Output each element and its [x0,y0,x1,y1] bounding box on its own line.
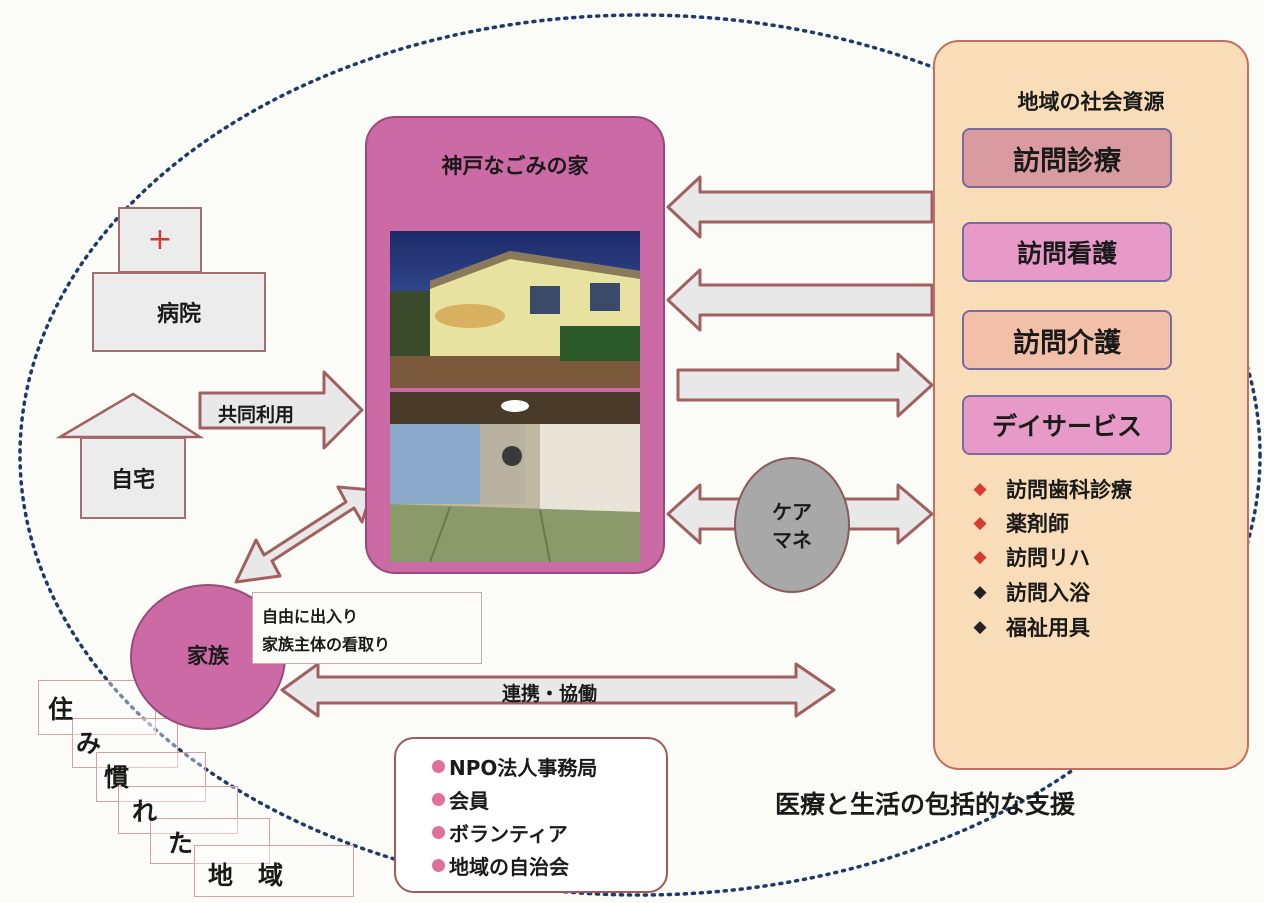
service-home-care: 訪問介護 [962,310,1172,370]
familiar-area-ring [18,13,1262,897]
diamond-icon: ◆ [973,513,987,533]
arrow-resources-to-center-1 [666,175,934,239]
arrow-family-center [234,485,374,584]
resource-item-label: 訪問入浴 [1006,581,1090,605]
community-item: NPO法人事務局 [432,752,597,781]
bullet-icon [432,760,445,773]
home-roof [55,392,205,439]
community-item-label: ボランティア [449,822,568,846]
resource-item-label: 訪問歯科診療 [1006,478,1132,502]
care-manager-label-2: マネ [772,528,812,552]
arrow-resources-to-center-2 [666,268,934,332]
resource-item-label: 福祉用具 [1006,616,1090,640]
home-block: 自宅 [80,437,186,519]
service-home-medical-care: 訪問診療 [962,128,1172,188]
community-item-label: 地域の自治会 [449,855,569,879]
resources-title: 地域の社会資源 [1017,90,1165,114]
community-item-label: 会員 [449,789,489,813]
resource-item: ◆ 訪問歯科診療 [968,473,1132,505]
familiar-area-char: 地 [208,861,234,890]
step-box [118,786,238,834]
shared-use-label: 共同利用 [218,404,295,426]
house-exterior-photo [390,231,640,388]
familiar-area-char: 住 [48,695,74,724]
diamond-icon: ◆ [973,617,987,637]
family-note-2: 家族主体の看取り [262,635,391,654]
resource-item-label: 薬剤師 [1006,512,1069,536]
care-manager-circle [734,457,850,593]
step-box [150,818,270,864]
arrow-shared-use [198,370,364,450]
family-note-box [252,592,482,664]
family-note-1: 自由に出入り [262,607,359,626]
family-label: 家族 [187,644,229,668]
hospital-label: 病院 [156,302,201,327]
service-home-nursing: 訪問看護 [962,222,1172,282]
community-item: 地域の自治会 [432,851,569,880]
home-label: 自宅 [110,468,155,493]
familiar-area-char: 域 [258,861,284,890]
hospital-block: 病院 [92,272,266,352]
bullet-icon [432,859,445,872]
step-box [72,718,178,768]
comprehensive-support-caption: 医療と生活の包括的な支援 [775,790,1076,819]
community-item: 会員 [432,785,489,814]
care-manager-label-1: ケア [772,500,812,524]
bullet-icon [432,826,445,839]
hospital-top-block [118,207,202,273]
community-item: ボランティア [432,818,568,847]
diamond-icon: ◆ [973,547,987,567]
resource-item: ◆ 薬剤師 [968,507,1069,539]
familiar-area-char: み [76,729,102,758]
japanese-room-photo [390,392,640,562]
center-title: 神戸なごみの家 [441,154,589,178]
resource-item-label: 訪問リハ [1006,546,1090,570]
familiar-area-char: た [168,829,194,858]
service-day-service: デイサービス [962,395,1172,455]
resource-item: ◆ 訪問入浴 [968,576,1090,608]
resource-item: ◆ 訪問リハ [968,541,1090,573]
familiar-area-char: れ [132,797,158,826]
arrow-center-to-resources [676,352,934,418]
resource-item: ◆ 福祉用具 [968,611,1090,643]
community-item-label: NPO法人事務局 [449,756,598,780]
cooperation-label: 連携・協働 [502,683,598,705]
diamond-icon: ◆ [973,479,987,499]
step-box [38,680,156,735]
diamond-icon: ◆ [973,582,987,602]
step-box [96,752,206,802]
arrow-cooperation [280,662,836,718]
bullet-icon [432,793,445,806]
step-box [194,845,354,897]
familiar-area-char: 慣 [104,763,130,792]
hospital-cross-icon: + [147,222,173,257]
